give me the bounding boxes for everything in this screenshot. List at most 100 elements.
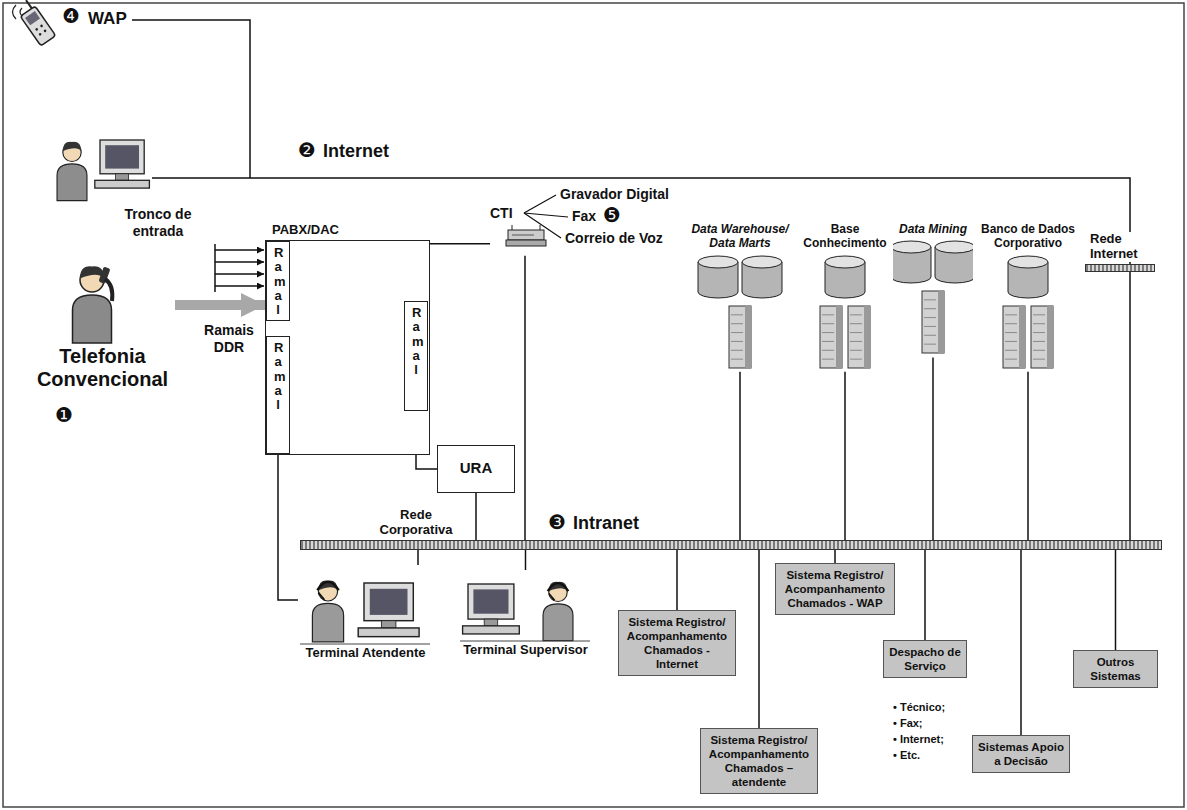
database-art <box>924 344 936 345</box>
database-art <box>850 323 862 324</box>
internet-user-figure <box>57 142 87 201</box>
cti-server: CTI <box>490 205 560 256</box>
ivr-label: URA <box>438 446 514 490</box>
network-link <box>1027 372 1029 540</box>
internet-user-figure <box>105 145 139 168</box>
database-art <box>848 306 870 368</box>
network-link <box>1129 272 1131 540</box>
band-label: Rede Internet <box>1088 232 1154 262</box>
database-art <box>684 254 796 372</box>
attendant-art <box>298 565 433 645</box>
list-item: • Etc. <box>893 748 920 762</box>
system-label: Outros Sistemas <box>1077 655 1154 683</box>
corporate-bus: Rede Corporativa <box>300 540 1162 550</box>
database-art <box>924 300 936 301</box>
supervisor-art <box>549 593 555 600</box>
network-link <box>475 493 477 540</box>
internet-user-figure <box>95 140 150 188</box>
mobile-phone <box>38 32 42 36</box>
database-art <box>864 306 870 368</box>
attendant-art <box>364 583 413 621</box>
attendant-art <box>358 628 419 637</box>
database-art <box>1033 323 1045 324</box>
database-art <box>1005 350 1017 351</box>
database-group: Data Mining <box>893 222 973 357</box>
extensions-label: Ramais DDR <box>196 322 262 356</box>
system-label: Despacho de Serviço <box>887 645 963 673</box>
network-link <box>676 550 678 610</box>
attendant-art <box>312 580 343 641</box>
supervisor-art <box>548 583 569 591</box>
cti-bracket <box>524 195 556 213</box>
cti-device-art <box>490 222 560 256</box>
caller-figure-art <box>30 255 170 345</box>
database-label: Banco de Dados Corporativo <box>976 222 1080 251</box>
supervisor-art <box>463 584 520 634</box>
list-item: • Técnico; <box>893 700 945 714</box>
ivr-box: URA <box>437 445 515 493</box>
caller-figure-art <box>105 279 112 301</box>
callout-number: ❹ <box>62 6 80 26</box>
system-box: Outros Sistemas <box>1073 650 1158 688</box>
system-box: Sistema Registro/ Acompanhamento Chamado… <box>700 728 818 794</box>
callout-number: ❷ <box>298 140 316 160</box>
database-art <box>731 332 743 333</box>
internet-user-figure <box>57 164 87 201</box>
database-art <box>924 326 936 327</box>
database-art <box>731 314 743 315</box>
database-art <box>850 314 862 315</box>
system-label: Sistemas Apoio a Decisão <box>976 740 1066 768</box>
attendant-art <box>317 582 339 590</box>
database-art <box>820 306 842 368</box>
mobile-phone <box>20 6 55 46</box>
database-art <box>825 256 865 268</box>
extension-label: Ramal <box>274 246 282 317</box>
trunk-label: Tronco de entrada <box>108 206 208 240</box>
database-art <box>1005 314 1017 315</box>
mobile-phone <box>40 24 44 28</box>
internet-user-figure <box>95 180 150 188</box>
internet-user-figure <box>100 140 144 174</box>
extension-label: Ramal <box>412 306 420 377</box>
database-art <box>922 291 944 353</box>
network-link <box>932 357 934 540</box>
terminal-figure: Terminal Atendente <box>298 565 433 661</box>
database-art <box>822 323 834 324</box>
database-art <box>893 241 931 253</box>
supervisor-art <box>543 604 573 641</box>
list-item: • Internet; <box>893 732 944 746</box>
internet-user-figure <box>63 142 81 151</box>
internet-user-figure <box>57 140 149 201</box>
band-label: Rede Corporativa <box>369 508 463 538</box>
database-art <box>731 358 743 359</box>
trunk-lines <box>215 261 264 263</box>
database-art <box>850 358 862 359</box>
cti-device-art <box>508 230 544 240</box>
extension-box: Ramal <box>266 336 290 454</box>
network-link <box>430 243 490 245</box>
cti-bracket <box>524 213 568 217</box>
mobile-phone <box>26 0 32 8</box>
trunk-lines <box>215 244 264 292</box>
database-art <box>1033 350 1045 351</box>
system-label: Sistema Registro/ Acompanhamento Chamado… <box>704 733 814 789</box>
database-art <box>822 358 834 359</box>
internet-band: Rede Internet <box>1085 264 1155 272</box>
database-art <box>924 317 936 318</box>
attendant-art <box>318 593 324 600</box>
trunk-lines <box>215 249 264 251</box>
database-art <box>822 314 834 315</box>
callout-number: ❶ <box>55 405 73 425</box>
cti-device-art <box>540 225 541 230</box>
terminal-figure: Terminal Supervisor <box>458 570 593 658</box>
database-art <box>1033 358 1045 359</box>
database-art <box>924 309 936 310</box>
network-link <box>739 372 741 540</box>
extension-box: Ramal <box>404 301 428 411</box>
database-group: Banco de Dados Corporativo <box>976 222 1080 372</box>
cti-service-label: Gravador Digital <box>560 186 669 203</box>
database-art <box>800 254 890 372</box>
channel-label: Internet <box>323 141 389 162</box>
